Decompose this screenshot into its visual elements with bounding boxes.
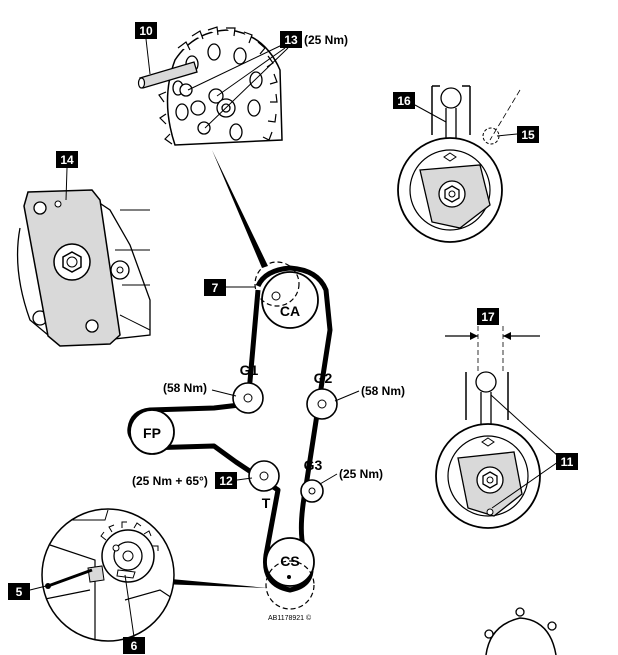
torque-g2: (58 Nm)	[361, 384, 405, 398]
detail-pointer-crank	[160, 578, 268, 588]
callout-10: 10	[139, 24, 153, 38]
locking-pin	[137, 61, 198, 89]
crankshaft-detail	[41, 508, 175, 642]
fuel-pump-pulley: FP	[129, 409, 175, 455]
callout-7-box	[204, 279, 226, 296]
figure-credit: AB1178921 ©	[268, 614, 312, 622]
partial-sprocket-detail	[484, 607, 557, 655]
tensioner-pulley: T	[248, 460, 280, 511]
guide-pulley-g3: G3	[300, 457, 324, 503]
callout-10-box	[135, 22, 157, 39]
callout-14-box	[56, 151, 78, 168]
pulley-label-t: T	[262, 495, 271, 511]
callout-16: 16	[397, 94, 411, 108]
tensioner-detail-adjust	[435, 326, 541, 529]
callout-6-box	[123, 637, 145, 654]
crankshaft-pulley: CS	[265, 537, 315, 610]
camshaft-pulley: CA	[254, 261, 319, 329]
torque-g1: (58 Nm)	[163, 381, 207, 395]
callout-5-box	[8, 583, 30, 600]
callout-17: 17	[481, 310, 495, 324]
callout-11-box	[556, 453, 578, 470]
tensioner-detail-top	[397, 85, 521, 243]
callout-12: 12	[219, 474, 233, 488]
guide-pulley-g1: G1	[232, 362, 264, 414]
pulley-label-g2: G2	[314, 370, 333, 386]
callout-13-box	[280, 31, 302, 48]
callout-12-box	[215, 472, 237, 489]
pulley-label-ca: CA	[280, 303, 300, 319]
callout-13: 13	[284, 33, 298, 47]
callout-7: 7	[212, 281, 219, 295]
pulley-label-fp: FP	[143, 425, 161, 441]
callout-15-box	[517, 126, 539, 143]
callout-16-box	[393, 92, 415, 109]
callout-14: 14	[60, 153, 74, 167]
pulley-label-g3: G3	[304, 457, 323, 473]
callout-5: 5	[16, 585, 23, 599]
camshaft-sprocket-detail	[137, 26, 283, 146]
torque-camshaft-bolts: (25 Nm)	[304, 33, 348, 47]
detail-pointer-cam	[212, 150, 268, 268]
torque-g3: (25 Nm)	[339, 467, 383, 481]
pump-bracket-detail	[16, 189, 151, 347]
guide-pulley-g2: G2	[306, 370, 338, 420]
torque-tensioner: (25 Nm + 65°)	[132, 474, 208, 488]
callout-17-box	[477, 308, 499, 325]
pulley-label-g1: G1	[240, 362, 259, 378]
callout-15: 15	[521, 128, 535, 142]
callout-11: 11	[561, 455, 574, 469]
callout-6: 6	[131, 639, 138, 653]
